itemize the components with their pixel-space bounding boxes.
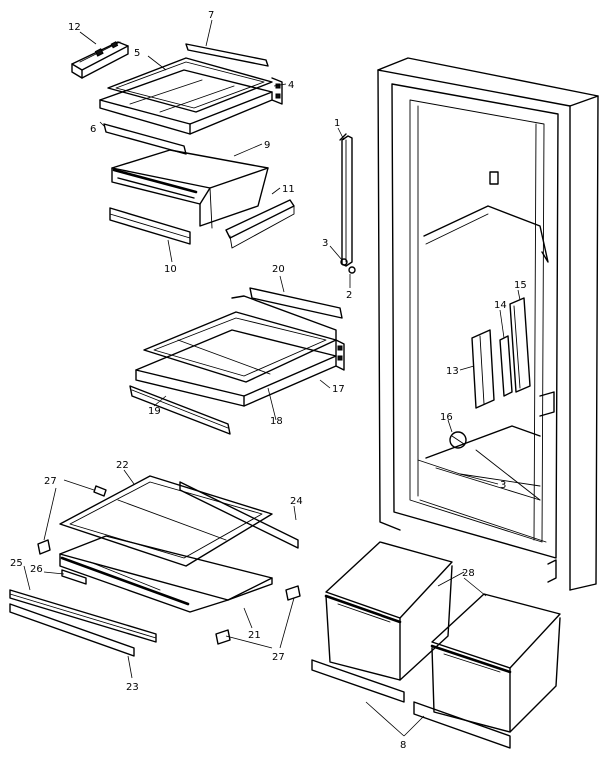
part-7-shelf-trim <box>185 43 269 67</box>
part-3-screw <box>340 258 348 266</box>
callout-14: 14 <box>494 300 507 311</box>
callout-18: 18 <box>270 416 283 427</box>
callout-7: 7 <box>208 10 214 21</box>
callout-4: 4 <box>288 80 294 91</box>
part-12-shelf-bracket <box>71 41 129 79</box>
part-27-support-clips <box>37 485 301 645</box>
callout-3b: 3 <box>500 480 506 491</box>
callout-12: 12 <box>68 22 81 33</box>
part-15-control-bracket <box>509 297 531 393</box>
part-16-light-socket <box>449 431 467 449</box>
part-6-shelf-front-trim <box>103 123 187 155</box>
callout-15: 15 <box>514 280 527 291</box>
part-11-crisper-rail <box>225 199 295 249</box>
callout-16: 16 <box>440 412 453 423</box>
part-5-glass-shelf <box>107 57 273 113</box>
part-14-control-knob <box>499 335 513 397</box>
callout-5: 5 <box>134 48 140 59</box>
callout-21: 21 <box>248 630 261 641</box>
callout-3: 3 <box>322 238 328 249</box>
callout-27-lower: 27 <box>272 652 285 663</box>
part-13-control-housing <box>471 329 495 409</box>
part-8-drawer-rails <box>311 659 511 749</box>
part-21-cover-frame <box>59 535 273 613</box>
part-9-crisper-pan <box>111 149 269 229</box>
callout-27-upper: 27 <box>44 476 57 487</box>
callout-8: 8 <box>400 740 406 751</box>
callout-26: 26 <box>30 564 43 575</box>
part-18-glass-shelf <box>143 311 337 383</box>
callout-1: 1 <box>334 118 340 129</box>
part-17-shelf-frame <box>135 295 345 407</box>
part-20-shelf-trim <box>249 287 343 319</box>
callout-2: 2 <box>346 290 352 301</box>
callout-17: 17 <box>332 384 345 395</box>
part-28-left-crisper-drawer <box>324 541 453 681</box>
callout-19: 19 <box>148 406 161 417</box>
part-25-cover-rail <box>9 589 157 643</box>
callout-22: 22 <box>116 460 129 471</box>
callout-24: 24 <box>290 496 303 507</box>
callout-13: 13 <box>446 366 459 377</box>
part-26-rail-clip <box>61 569 87 585</box>
callout-11: 11 <box>282 184 295 195</box>
part-19-shelf-front-trim <box>129 385 231 435</box>
part-28-right-crisper-drawer <box>430 593 561 733</box>
callout-9: 9 <box>264 140 270 151</box>
part-23-cover-rail <box>9 603 135 657</box>
callout-10: 10 <box>164 264 177 275</box>
part-10-crisper-rail <box>109 207 191 245</box>
leader-lines <box>23 19 521 737</box>
callout-6: 6 <box>90 124 96 135</box>
part-4-shelf-frame <box>99 69 283 135</box>
refrigerator-cabinet <box>377 57 599 591</box>
part-1-control-tube <box>339 133 356 274</box>
callout-20: 20 <box>272 264 285 275</box>
callout-28: 28 <box>462 568 475 579</box>
callout-labels: 12 7 5 4 6 9 11 10 1 3 2 20 17 18 19 15 … <box>10 10 527 751</box>
callout-23: 23 <box>126 682 139 693</box>
part-24-cover-rod <box>179 481 299 549</box>
callout-25: 25 <box>10 558 23 569</box>
